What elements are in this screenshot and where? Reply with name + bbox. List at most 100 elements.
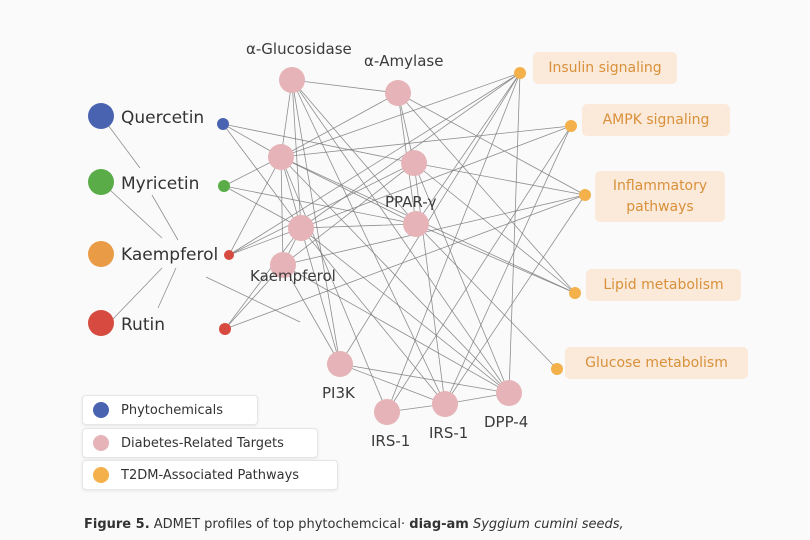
small-phyto-node-k_small[interactable]: [224, 250, 234, 260]
target-node-t4[interactable]: [288, 215, 314, 241]
edge: [205, 276, 301, 323]
rutin-node[interactable]: [88, 310, 114, 336]
pathway-dots-layer: [514, 67, 591, 375]
edge: [107, 124, 141, 169]
legend-label: T2DM-Associated Pathways: [121, 467, 300, 483]
small-phyto-node-q_small[interactable]: [217, 118, 229, 130]
target-node-t3[interactable]: [268, 144, 294, 170]
rutin-label: Rutin: [121, 315, 165, 335]
edge-glucosidase-t4: [291, 79, 302, 229]
edge-irs1b-ampk: [444, 125, 572, 405]
pathway-glucose-metabolism[interactable]: Glucose metabolism: [565, 347, 748, 379]
dpp4-label: DPP-4: [484, 413, 528, 431]
edge-ppar-irs1b: [413, 162, 446, 405]
edge-m_small-t4: [223, 185, 302, 229]
small-phyto-node-m_small[interactable]: [218, 180, 230, 192]
pathway-lipid-metabolism[interactable]: Lipid metabolism: [586, 269, 741, 301]
edges-layer: [222, 72, 586, 413]
edge-t3-kaempferol_t: [280, 156, 284, 266]
edge-pi3k-dpp4: [339, 363, 510, 394]
edge-pi3k-insulin: [339, 72, 521, 365]
edge-pi3k-irs1b: [339, 363, 446, 405]
edge-glucosidase-irs1b: [291, 79, 446, 405]
edge-ppar-lipid: [413, 162, 576, 294]
pathway-dot-inflam[interactable]: [579, 189, 591, 201]
edge-glucosidase-dpp4: [291, 79, 510, 394]
small-nodes-layer: [217, 118, 234, 335]
targets-layer: [268, 67, 522, 425]
edge-ppar-inflam: [413, 162, 586, 196]
target-node-amylase[interactable]: [385, 80, 411, 106]
quercetin-node[interactable]: [88, 103, 114, 129]
caption-prefix: Figure 5.: [84, 517, 150, 532]
legend-label: Phytochemicals: [121, 402, 223, 418]
pathway-dot-glucose[interactable]: [551, 363, 563, 375]
quercetin-label: Quercetin: [121, 108, 204, 128]
edge-kaempferol_t-dpp4: [282, 264, 510, 394]
phyto-hub-lines: [107, 124, 301, 323]
edge-ppar-kaempferol_t: [282, 162, 415, 266]
myricetin-node[interactable]: [88, 169, 114, 195]
pathway-inflammatory[interactable]: Inflammatory pathways: [595, 171, 725, 222]
target-node-glucosidase[interactable]: [279, 67, 305, 93]
target-node-kaempferol_t[interactable]: [270, 252, 296, 278]
edge-r_small-kaempferol_t: [224, 264, 284, 330]
edge-amylase-lipid: [397, 92, 576, 294]
pathway-dot-insulin[interactable]: [514, 67, 526, 79]
edge-amylase-inflam: [397, 92, 586, 196]
myricetin-label: Myricetin: [121, 174, 199, 194]
legend-dot-blue: [93, 402, 109, 418]
target-node-irs1a[interactable]: [374, 399, 400, 425]
edge-t4-pi3k: [300, 227, 341, 365]
target-node-pi3k[interactable]: [327, 351, 353, 377]
pathway-dot-lipid[interactable]: [569, 287, 581, 299]
edge-r_small-inflam: [224, 194, 586, 330]
edge-t3-irs1a: [280, 156, 388, 413]
kaempferol-target-label: Kaempferol: [250, 267, 336, 285]
caption-text: ADMET profiles of top phytochemcical·: [149, 517, 410, 532]
edge-ppar-dpp4: [413, 162, 510, 394]
edge: [157, 267, 177, 309]
edge-r_small-t4: [224, 227, 302, 330]
legend-dot-pink: [93, 435, 109, 451]
legend-label: Diabetes-Related Targets: [121, 435, 284, 451]
edge-irs1a-ampk: [386, 125, 572, 413]
edge-m_small-t6: [223, 185, 417, 225]
edge-t6-glucose: [415, 223, 558, 370]
pi3k-label: PI3K: [322, 384, 356, 402]
edge-t4-t6: [300, 223, 417, 229]
target-node-irs1b[interactable]: [432, 391, 458, 417]
edge-k_small-t3: [228, 156, 282, 256]
glucosidase-label: α-Glucosidase: [246, 40, 352, 58]
caption-italic: Syggium cumini seeds,: [468, 517, 624, 532]
edge-t6-insulin: [415, 72, 521, 225]
legend-targets: Diabetes-Related Targets: [82, 428, 318, 458]
edge-k_small-insulin: [228, 72, 521, 256]
edge-irs1a-insulin: [386, 72, 521, 413]
caption-bold: diag-am: [409, 517, 469, 532]
edge-t4-dpp4: [300, 227, 510, 394]
edge-t6-lipid: [415, 223, 576, 294]
target-node-dpp4[interactable]: [496, 380, 522, 406]
pathway-label: Glucose metabolism: [585, 354, 728, 371]
edge: [109, 189, 163, 239]
edge-amylase-t3: [280, 92, 399, 158]
target-node-ppar[interactable]: [401, 150, 427, 176]
pathway-label: AMPK signaling: [602, 111, 710, 128]
legend-phytochemicals: Phytochemicals: [82, 395, 258, 425]
target-node-t6[interactable]: [403, 211, 429, 237]
pathway-label: Inflammatory pathways: [612, 177, 708, 215]
edge-glucosidase-amylase: [291, 79, 399, 94]
small-phyto-node-r_small[interactable]: [219, 323, 231, 335]
pathway-dot-ampk[interactable]: [565, 120, 577, 132]
edge-t3-insulin: [280, 72, 521, 158]
legend-dot-orange: [93, 467, 109, 483]
pathway-label: Insulin signaling: [548, 59, 662, 76]
edge-dpp4-insulin: [508, 72, 521, 394]
edge-glucosidase-t6: [291, 79, 417, 225]
pathway-ampk-signaling[interactable]: AMPK signaling: [582, 104, 730, 136]
ppar-label: PPAR-γ: [385, 193, 437, 211]
edge-t3-t6: [280, 156, 417, 225]
pathway-insulin-signaling[interactable]: Insulin signaling: [533, 52, 677, 84]
kaempferol-node[interactable]: [88, 241, 114, 267]
